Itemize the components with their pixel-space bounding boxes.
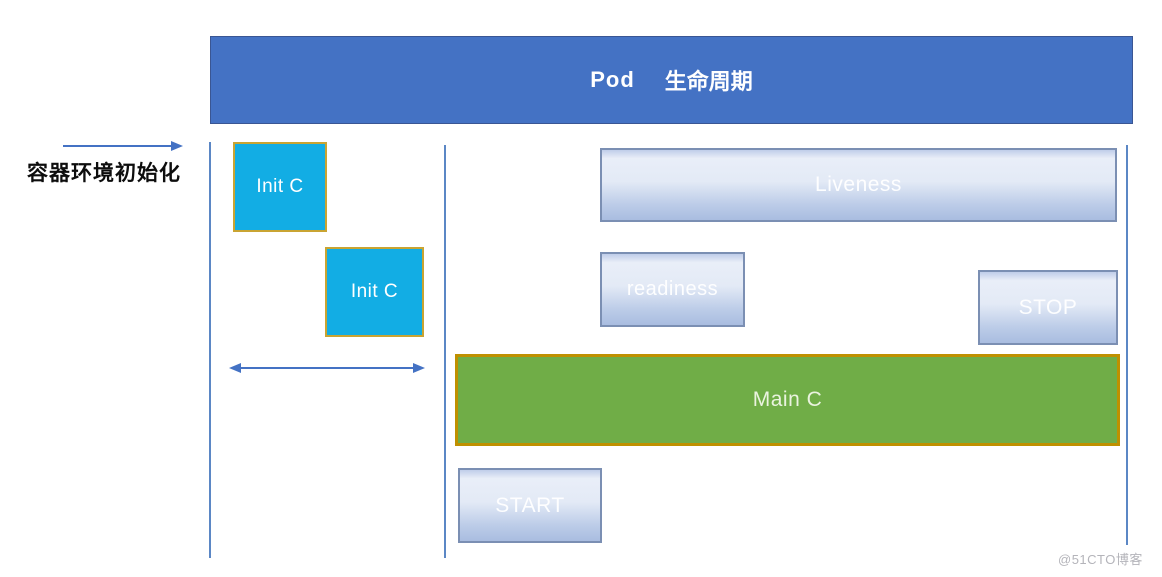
init-container-1-label: Init C: [256, 176, 304, 197]
stop-hook-label: STOP: [1018, 295, 1078, 319]
main-container-box: Main C: [455, 354, 1120, 446]
title-text-zh: 生命周期: [664, 69, 753, 94]
timeline-divider-middle: [444, 145, 446, 558]
main-container-label: Main C: [752, 388, 823, 411]
timeline-divider-right: [1126, 145, 1128, 545]
start-hook-box: START: [458, 468, 602, 543]
diagram-title-bar: Pod 生命周期: [210, 36, 1133, 124]
start-hook-label: START: [495, 493, 565, 517]
timeline-divider-left: [209, 142, 211, 558]
title-text-en: Pod: [590, 67, 635, 92]
double-arrow-icon: [228, 360, 426, 381]
readiness-probe-box: readiness: [600, 252, 745, 327]
watermark: @51CTO博客: [1058, 552, 1143, 567]
liveness-probe-label: Liveness: [815, 173, 902, 196]
stop-hook-box: STOP: [978, 270, 1118, 345]
init-container-2-label: Init C: [350, 281, 399, 302]
init-container-2-box: Init C: [325, 247, 424, 337]
readiness-probe-label: readiness: [626, 278, 719, 300]
init-phase-label: 容器环境初始化: [27, 162, 181, 185]
init-container-1-box: Init C: [233, 142, 327, 232]
liveness-probe-box: Liveness: [600, 148, 1117, 222]
right-arrow-icon: [62, 139, 184, 158]
